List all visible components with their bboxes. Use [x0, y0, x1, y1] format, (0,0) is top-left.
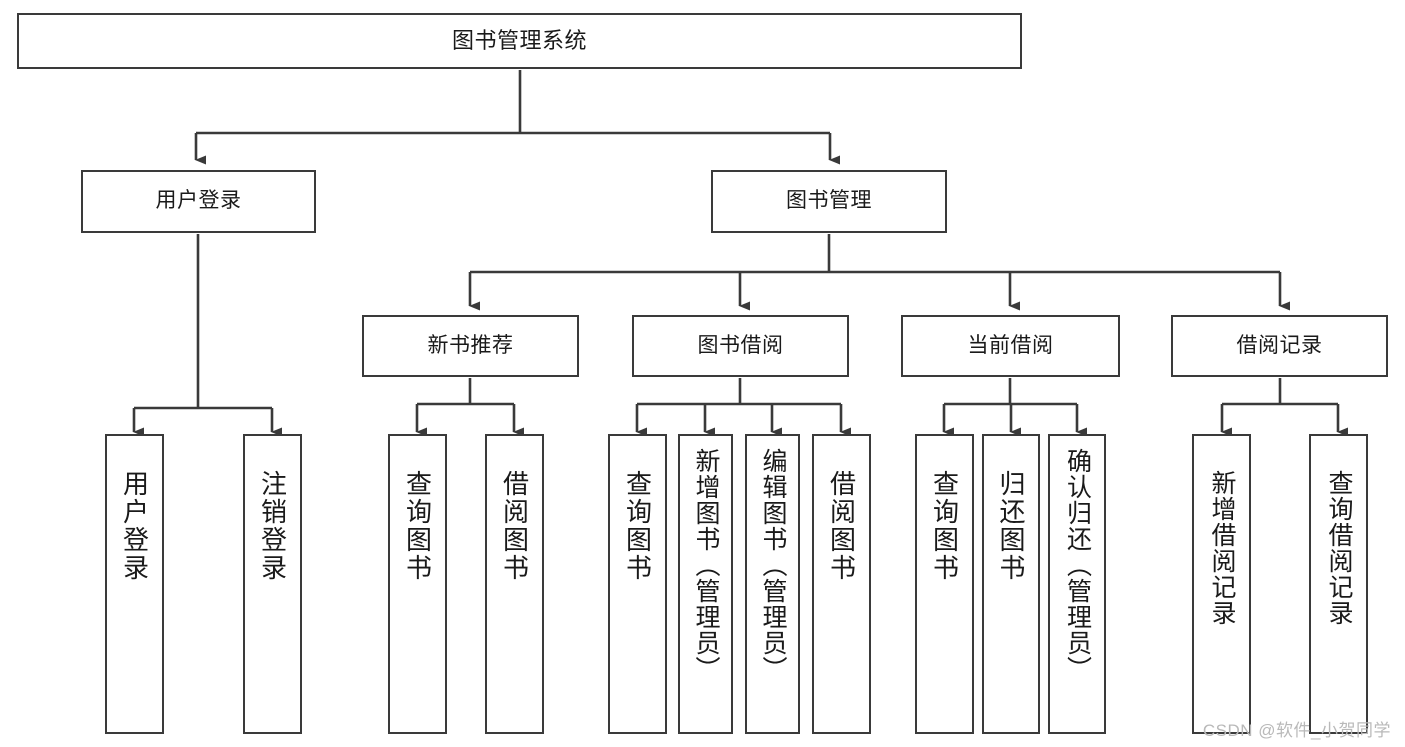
node-new-book-recommend[interactable]: 新书推荐 — [362, 315, 579, 377]
node-root-system[interactable]: 图书管理系统 — [17, 13, 1022, 69]
node-new-book-recommend-label: 新书推荐 — [427, 333, 514, 357]
leaf-borrow-add-book-admin[interactable]: 新增图书（管理员） — [678, 434, 733, 734]
node-book-borrow-label: 图书借阅 — [697, 333, 784, 357]
leaf-recommend-borrow-book-label: 借阅图书 — [499, 470, 530, 582]
leaf-borrow-borrow-book[interactable]: 借阅图书 — [812, 434, 871, 734]
leaf-user-login-signin[interactable]: 用户登录 — [105, 434, 164, 734]
leaf-user-login-signout-label: 注销登录 — [257, 470, 288, 582]
leaf-user-login-signout[interactable]: 注销登录 — [243, 434, 302, 734]
leaf-recommend-query-book-label: 查询图书 — [402, 470, 433, 582]
node-borrow-record[interactable]: 借阅记录 — [1171, 315, 1388, 377]
leaf-borrow-borrow-book-label: 借阅图书 — [826, 470, 857, 582]
leaf-recommend-borrow-book[interactable]: 借阅图书 — [485, 434, 544, 734]
leaf-record-add-record[interactable]: 新增借阅记录 — [1192, 434, 1251, 734]
node-book-borrow[interactable]: 图书借阅 — [632, 315, 849, 377]
node-book-management[interactable]: 图书管理 — [711, 170, 947, 233]
leaf-current-confirm-return-admin-label: 确认归还（管理员） — [1063, 448, 1092, 682]
leaf-current-confirm-return-admin[interactable]: 确认归还（管理员） — [1048, 434, 1106, 734]
leaf-current-query-book[interactable]: 查询图书 — [915, 434, 974, 734]
node-root-system-label: 图书管理系统 — [451, 28, 587, 54]
node-borrow-record-label: 借阅记录 — [1236, 333, 1323, 357]
node-user-login-label: 用户登录 — [155, 189, 242, 213]
leaf-borrow-edit-book-admin[interactable]: 编辑图书（管理员） — [745, 434, 800, 734]
leaf-current-query-book-label: 查询图书 — [929, 470, 960, 582]
leaf-borrow-query-book[interactable]: 查询图书 — [608, 434, 667, 734]
leaf-borrow-query-book-label: 查询图书 — [622, 470, 653, 582]
node-current-borrow[interactable]: 当前借阅 — [901, 315, 1120, 377]
leaf-current-return-book[interactable]: 归还图书 — [982, 434, 1040, 734]
node-current-borrow-label: 当前借阅 — [967, 333, 1054, 357]
leaf-current-return-book-label: 归还图书 — [996, 470, 1026, 582]
leaf-user-login-signin-label: 用户登录 — [119, 470, 150, 582]
leaf-borrow-add-book-admin-label: 新增图书（管理员） — [692, 448, 720, 682]
node-book-management-label: 图书管理 — [786, 189, 872, 213]
csdn-watermark: CSDN @软件_小贺同学 — [1202, 721, 1391, 740]
leaf-borrow-edit-book-admin-label: 编辑图书（管理员） — [759, 448, 787, 682]
leaf-record-query-record-label: 查询借阅记录 — [1325, 470, 1353, 626]
leaf-record-add-record-label: 新增借阅记录 — [1208, 470, 1236, 626]
node-user-login[interactable]: 用户登录 — [81, 170, 316, 233]
leaf-recommend-query-book[interactable]: 查询图书 — [388, 434, 447, 734]
leaf-record-query-record[interactable]: 查询借阅记录 — [1309, 434, 1368, 734]
